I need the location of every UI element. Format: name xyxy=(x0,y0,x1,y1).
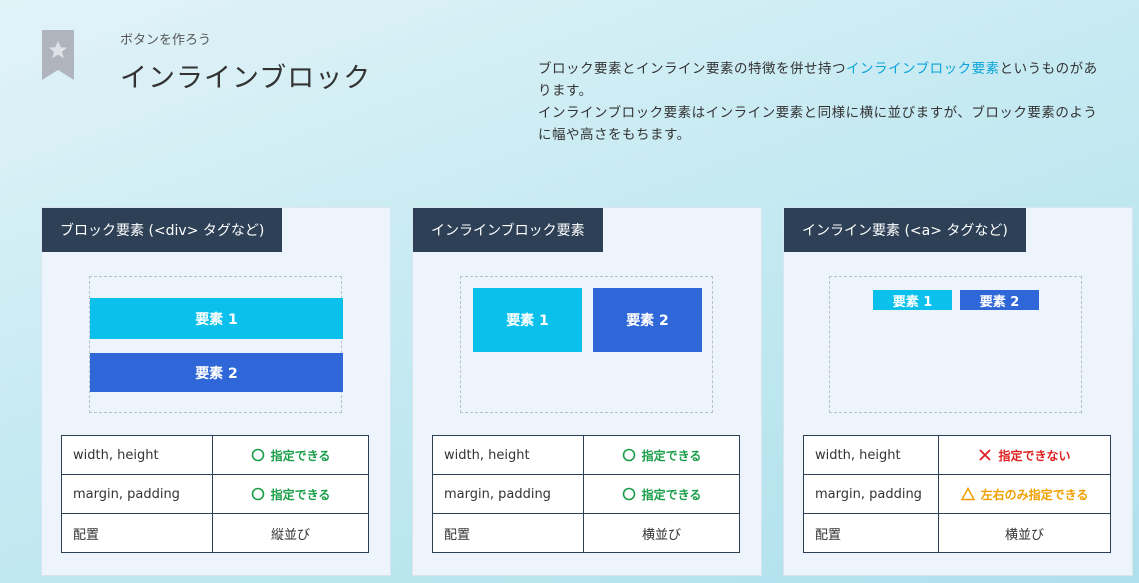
table-row: 配置 横並び xyxy=(803,513,1111,553)
property-table: width, height 指定できない margin, padding 左右の… xyxy=(803,435,1111,553)
property-name: 配置 xyxy=(803,513,939,553)
cross-icon xyxy=(979,448,992,461)
element-1: 要素 1 xyxy=(473,288,582,352)
page-title: インラインブロック xyxy=(120,63,372,94)
highlight-term: インラインブロック要素 xyxy=(846,61,1000,77)
triangle-icon xyxy=(960,486,975,500)
description-paragraph-1: ブロック要素とインライン要素の特徴を併せ持つインラインブロック要素というものがあ… xyxy=(538,61,1098,99)
description-paragraph-2: インラインブロック要素はインライン要素と同様に横に並びますが、ブロック要素のよう… xyxy=(538,105,1098,143)
card-inline-element: インライン要素 (<a> タグなど) 要素 1 要素 2 width, heig… xyxy=(783,207,1133,576)
table-row: 配置 縦並び xyxy=(61,513,369,553)
property-value: 左右のみ指定できる xyxy=(938,474,1111,514)
circle-icon xyxy=(251,448,264,461)
table-row: width, height 指定できる xyxy=(432,435,740,475)
description: ブロック要素とインライン要素の特徴を併せ持つインラインブロック要素というものがあ… xyxy=(538,58,1098,146)
circle-icon xyxy=(622,487,635,500)
element-1: 要素 1 xyxy=(873,290,952,310)
property-name: width, height xyxy=(61,435,213,475)
circle-icon xyxy=(622,448,635,461)
property-value: 横並び xyxy=(583,513,740,553)
element-2: 要素 2 xyxy=(593,288,702,352)
table-row: width, height 指定できる xyxy=(61,435,369,475)
property-name: width, height xyxy=(432,435,584,475)
table-row: margin, padding 指定できる xyxy=(61,474,369,514)
property-value: 指定できない xyxy=(938,435,1111,475)
property-value: 指定できる xyxy=(212,435,369,475)
card-block-element: ブロック要素 (<div> タグなど) 要素 1 要素 2 width, hei… xyxy=(41,207,391,576)
table-row: margin, padding 左右のみ指定できる xyxy=(803,474,1111,514)
property-table: width, height 指定できる margin, padding 指定でき… xyxy=(61,435,369,553)
property-name: 配置 xyxy=(432,513,584,553)
property-name: margin, padding xyxy=(432,474,584,514)
property-name: width, height xyxy=(803,435,939,475)
table-row: 配置 横並び xyxy=(432,513,740,553)
bookmark-star-icon xyxy=(42,30,74,80)
property-value: 指定できる xyxy=(212,474,369,514)
property-value: 指定できる xyxy=(583,435,740,475)
property-value: 指定できる xyxy=(583,474,740,514)
element-1: 要素 1 xyxy=(90,298,343,339)
page-subtitle: ボタンを作ろう xyxy=(120,33,212,48)
property-name: margin, padding xyxy=(61,474,213,514)
table-row: margin, padding 指定できる xyxy=(432,474,740,514)
circle-icon xyxy=(251,487,264,500)
demo-area: 要素 1 要素 2 xyxy=(89,276,343,413)
card-title: インラインブロック要素 xyxy=(413,208,603,252)
property-table: width, height 指定できる margin, padding 指定でき… xyxy=(432,435,740,553)
demo-area: 要素 1 要素 2 xyxy=(829,276,1082,413)
element-2: 要素 2 xyxy=(90,353,343,392)
card-title: ブロック要素 (<div> タグなど) xyxy=(42,208,283,252)
property-value: 縦並び xyxy=(212,513,369,553)
property-name: 配置 xyxy=(61,513,213,553)
element-2: 要素 2 xyxy=(960,290,1039,310)
table-row: width, height 指定できない xyxy=(803,435,1111,475)
property-value: 横並び xyxy=(938,513,1111,553)
demo-area: 要素 1 要素 2 xyxy=(460,276,713,413)
property-name: margin, padding xyxy=(803,474,939,514)
card-inline-block-element: インラインブロック要素 要素 1 要素 2 width, height 指定でき… xyxy=(412,207,762,576)
card-title: インライン要素 (<a> タグなど) xyxy=(784,208,1026,252)
